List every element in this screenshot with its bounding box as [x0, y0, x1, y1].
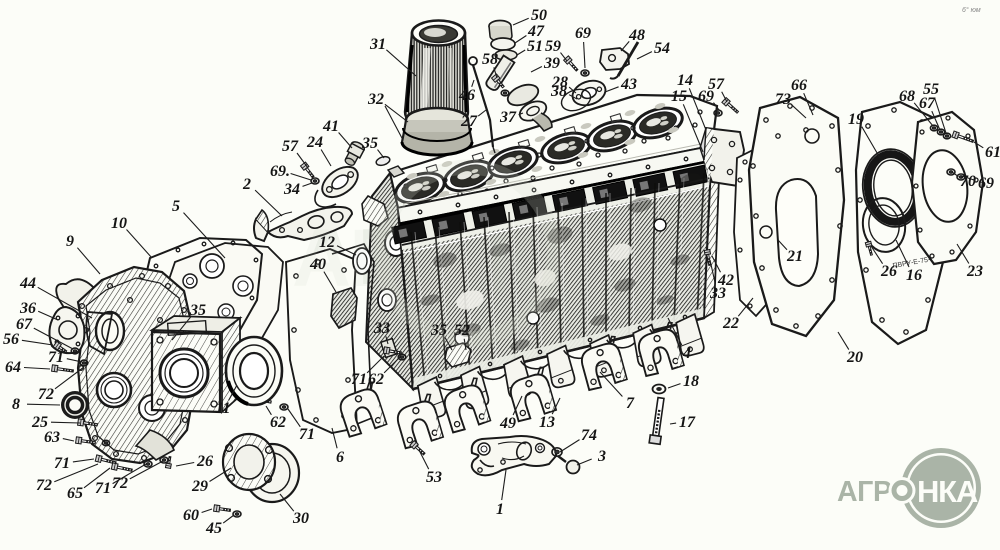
svg-text:14: 14	[677, 72, 693, 89]
svg-text:68: 68	[899, 88, 915, 105]
svg-text:71: 71	[54, 455, 70, 472]
svg-text:57: 57	[282, 138, 299, 155]
svg-text:15: 15	[671, 88, 687, 105]
svg-text:67: 67	[16, 316, 33, 333]
svg-text:19: 19	[848, 111, 864, 128]
svg-text:71: 71	[95, 480, 111, 497]
svg-text:К: К	[488, 219, 539, 310]
svg-text:22: 22	[722, 315, 739, 332]
svg-text:40: 40	[309, 256, 326, 273]
svg-text:62: 62	[368, 371, 384, 388]
svg-text:1: 1	[496, 501, 504, 518]
svg-text:21: 21	[786, 248, 803, 265]
svg-text:НКА: НКА	[917, 474, 978, 509]
svg-text:7: 7	[626, 395, 635, 412]
svg-text:29: 29	[191, 478, 208, 495]
svg-text:59: 59	[545, 38, 561, 55]
svg-text:17: 17	[679, 414, 696, 431]
svg-text:5: 5	[172, 198, 180, 215]
svg-text:6: 6	[336, 449, 344, 466]
svg-text:20: 20	[846, 349, 863, 366]
svg-text:9: 9	[66, 233, 74, 250]
svg-text:70: 70	[960, 173, 976, 190]
svg-text:52: 52	[454, 322, 470, 339]
svg-text:16: 16	[906, 267, 922, 284]
svg-text:35: 35	[430, 322, 447, 339]
svg-text:69: 69	[978, 175, 994, 192]
svg-text:11: 11	[215, 400, 230, 417]
svg-text:6° юм: 6° юм	[962, 6, 981, 14]
svg-text:60: 60	[183, 507, 199, 524]
svg-text:АГР: АГР	[837, 476, 892, 508]
svg-text:2: 2	[242, 176, 251, 193]
svg-text:61: 61	[985, 144, 1000, 161]
svg-text:74: 74	[581, 427, 597, 444]
svg-text:58: 58	[482, 51, 498, 68]
svg-text:10: 10	[111, 215, 127, 232]
svg-text:3: 3	[597, 448, 606, 465]
svg-text:4: 4	[682, 345, 691, 362]
svg-text:69: 69	[575, 25, 591, 42]
svg-text:37: 37	[499, 109, 517, 126]
svg-text:66: 66	[791, 77, 807, 94]
svg-text:35: 35	[189, 302, 206, 319]
svg-text:69: 69	[698, 88, 714, 105]
svg-text:72: 72	[36, 477, 52, 494]
svg-text:28: 28	[551, 74, 568, 91]
svg-text:45: 45	[205, 520, 222, 537]
svg-text:51: 51	[527, 38, 543, 55]
svg-text:72: 72	[38, 386, 54, 403]
svg-text:43: 43	[620, 76, 637, 93]
svg-text:35: 35	[361, 135, 378, 152]
svg-text:64: 64	[5, 359, 21, 376]
svg-text:71: 71	[48, 349, 64, 366]
svg-text:24: 24	[306, 134, 323, 151]
svg-text:26: 26	[196, 453, 213, 470]
svg-text:18: 18	[683, 373, 699, 390]
svg-text:42: 42	[717, 272, 734, 289]
svg-text:31: 31	[369, 36, 386, 53]
svg-text:57: 57	[708, 76, 725, 93]
svg-text:50: 50	[531, 7, 547, 24]
svg-text:38: 38	[550, 83, 567, 100]
svg-text:33: 33	[709, 285, 726, 302]
svg-text:30: 30	[292, 510, 309, 527]
svg-text:8: 8	[12, 396, 20, 413]
svg-text:44: 44	[19, 275, 36, 292]
svg-text:39: 39	[543, 55, 560, 72]
svg-text:23: 23	[966, 263, 983, 280]
svg-text:АГ: АГ	[292, 213, 394, 304]
svg-text:41: 41	[322, 118, 339, 135]
svg-text:55: 55	[923, 81, 939, 98]
svg-text:71: 71	[351, 371, 367, 388]
svg-text:49: 49	[499, 415, 516, 432]
svg-text:62: 62	[270, 414, 286, 431]
svg-text:46: 46	[458, 87, 475, 104]
svg-text:34: 34	[283, 181, 300, 198]
svg-text:69.: 69.	[270, 163, 290, 180]
svg-text:33: 33	[373, 320, 390, 337]
svg-text:48: 48	[628, 27, 645, 44]
svg-text:36: 36	[19, 300, 36, 317]
svg-text:13: 13	[539, 414, 555, 431]
svg-text:63: 63	[44, 429, 60, 446]
svg-text:65: 65	[67, 485, 83, 502]
svg-text:54: 54	[654, 40, 670, 57]
svg-text:67: 67	[919, 95, 936, 112]
svg-text:53: 53	[426, 469, 442, 486]
svg-text:12: 12	[319, 234, 335, 251]
svg-text:26: 26	[880, 263, 897, 280]
svg-text:32: 32	[367, 91, 384, 108]
svg-text:56: 56	[3, 331, 19, 348]
svg-text:25: 25	[31, 414, 48, 431]
svg-text:72: 72	[112, 475, 128, 492]
svg-text:47: 47	[527, 23, 545, 40]
svg-text:73: 73	[775, 91, 791, 108]
svg-text:27: 27	[460, 113, 478, 130]
svg-text:71: 71	[299, 426, 315, 443]
